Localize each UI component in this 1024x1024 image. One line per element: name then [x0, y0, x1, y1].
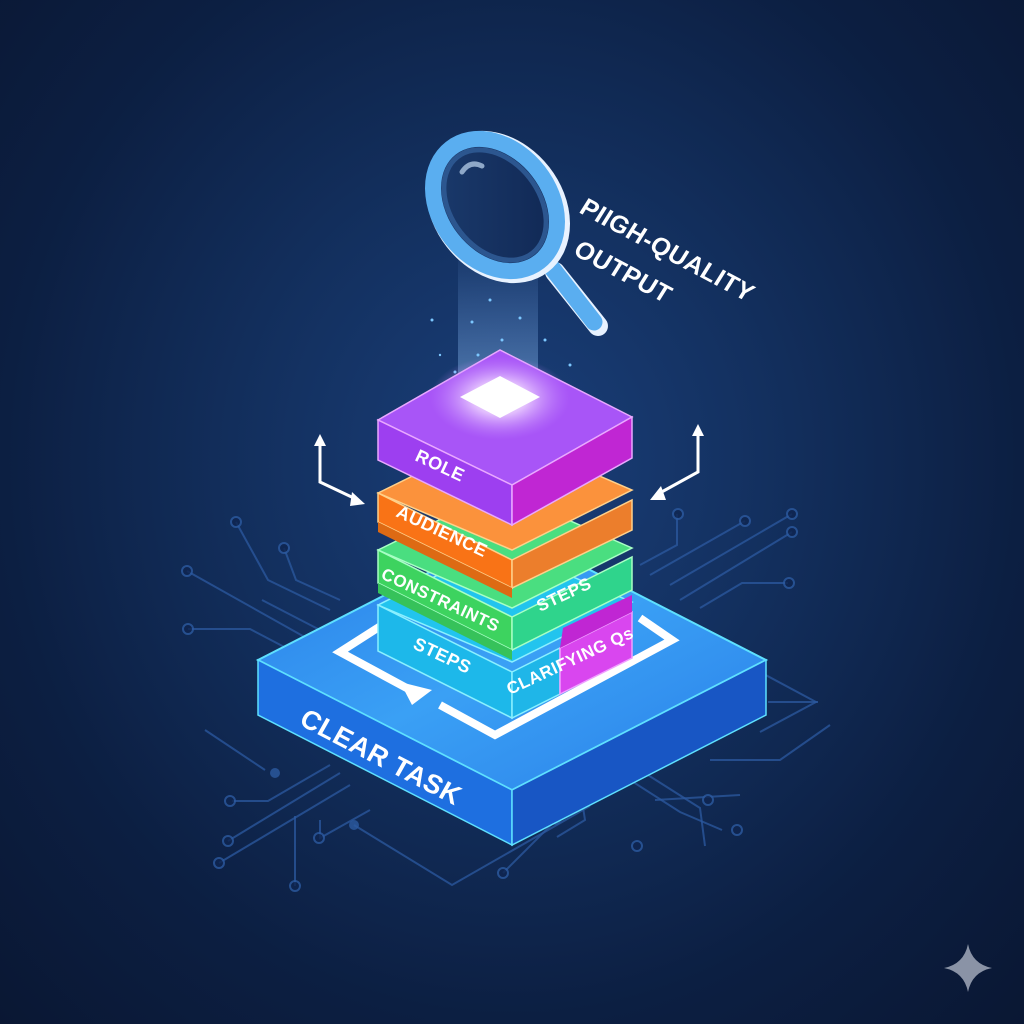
- axis-arrows-right-icon: [650, 424, 704, 500]
- magnifying-glass-icon: [425, 130, 608, 336]
- cycle-arrow-icon: [332, 614, 680, 740]
- heading-high-quality-output: PIIGH-QUALITY OUTPUT: [569, 193, 760, 309]
- axis-arrows-left-icon: [314, 434, 365, 506]
- sparkle-icon: [944, 944, 992, 992]
- glowing-core: [460, 376, 540, 418]
- layer-role: ROLE: [376, 349, 634, 527]
- circuit-lines-left: [181, 516, 591, 892]
- circuit-lines-right: [497, 508, 831, 879]
